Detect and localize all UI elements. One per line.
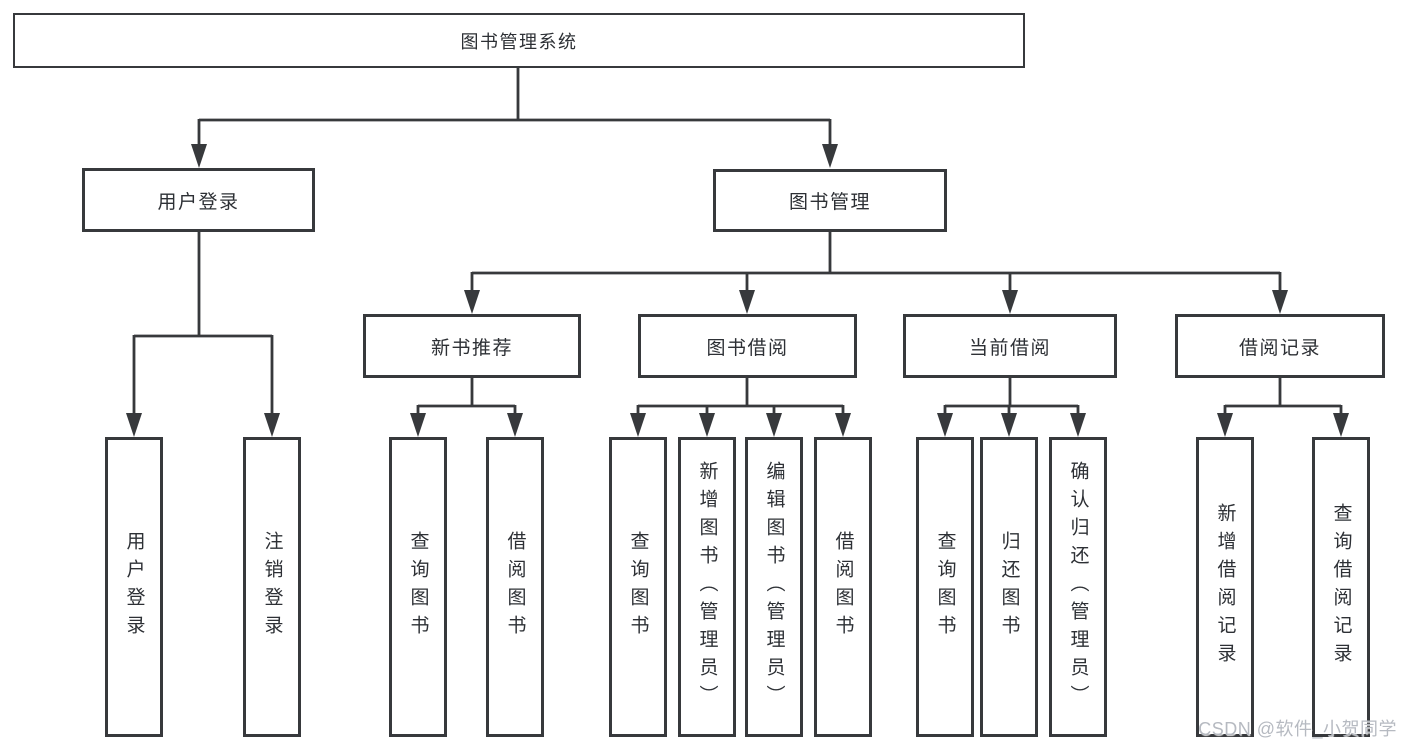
- leaf-user-login: 用户登录: [105, 437, 163, 737]
- leaf-borrow-books-recommend: 借阅图书: [486, 437, 544, 737]
- edge-borrowrecord-to-leaves: [1223, 378, 1343, 417]
- leaf-confirm-return-admin: 确认归还（管理员）: [1049, 437, 1107, 737]
- node-book-borrowing: 图书借阅: [638, 314, 857, 378]
- arrowhead-icon: [822, 144, 838, 168]
- node-label: 确认归还（管理员）: [1067, 461, 1089, 713]
- node-borrow-records: 借阅记录: [1175, 314, 1385, 378]
- node-label: 查询图书: [407, 531, 429, 643]
- node-label: 查询借阅记录: [1330, 503, 1352, 671]
- node-new-book-recommend: 新书推荐: [363, 314, 581, 378]
- arrowhead-icon: [1001, 413, 1017, 437]
- arrowhead-icon: [410, 413, 426, 437]
- arrowhead-icon: [937, 413, 953, 437]
- node-label: 新增图书（管理员）: [696, 461, 718, 713]
- leaf-add-borrow-record: 新增借阅记录: [1196, 437, 1254, 737]
- node-library-system: 图书管理系统: [13, 13, 1025, 68]
- arrowhead-icon: [739, 290, 755, 314]
- node-label: 用户登录: [157, 191, 240, 213]
- node-label: 查询图书: [627, 531, 649, 643]
- node-label: 归还图书: [998, 531, 1020, 643]
- edge-userlogin-to-leaves: [132, 232, 274, 418]
- arrowhead-icon: [1070, 413, 1086, 437]
- csdn-watermark: CSDN @软件_小贺同学: [1198, 719, 1397, 739]
- node-label: 新增借阅记录: [1214, 503, 1236, 671]
- arrowhead-icon: [191, 144, 207, 168]
- arrowhead-icon: [126, 413, 142, 437]
- arrowhead-icon: [464, 290, 480, 314]
- arrowheads: [126, 144, 1349, 437]
- leaf-query-borrow-record: 查询借阅记录: [1312, 437, 1370, 737]
- leaf-query-books-current: 查询图书: [916, 437, 974, 737]
- leaf-add-books-admin: 新增图书（管理员）: [678, 437, 736, 737]
- node-label: 注销登录: [261, 531, 283, 643]
- edge-bookborrow-to-leaves: [636, 378, 845, 417]
- arrowhead-icon: [1217, 413, 1233, 437]
- node-label: 图书管理: [788, 192, 871, 213]
- node-label: 用户登录: [123, 531, 145, 643]
- arrowhead-icon: [835, 413, 851, 437]
- leaf-return-books: 归还图书: [980, 437, 1038, 737]
- arrowhead-icon: [699, 413, 715, 437]
- node-book-management: 图书管理: [713, 169, 947, 232]
- node-label: 借阅图书: [832, 531, 854, 643]
- leaf-query-books-recommend: 查询图书: [389, 437, 447, 737]
- edge-newbook-to-leaves: [416, 378, 517, 417]
- arrowhead-icon: [766, 413, 782, 437]
- arrowhead-icon: [1272, 290, 1288, 314]
- node-label: 借阅记录: [1238, 337, 1321, 359]
- edge-root-to-level2: [197, 68, 832, 150]
- node-label: 图书管理系统: [460, 31, 578, 52]
- node-user-login: 用户登录: [82, 168, 315, 232]
- node-label: 图书借阅: [706, 337, 789, 359]
- node-label: 编辑图书（管理员）: [763, 461, 785, 713]
- tree-edges: [132, 68, 1343, 418]
- leaf-query-books-borrowing: 查询图书: [609, 437, 667, 737]
- node-label: 新书推荐: [430, 337, 513, 359]
- leaf-logout: 注销登录: [243, 437, 301, 737]
- arrowhead-icon: [630, 413, 646, 437]
- edge-currentborrow-to-leaves: [943, 378, 1080, 417]
- node-current-borrowing: 当前借阅: [903, 314, 1117, 378]
- arrowhead-icon: [1002, 290, 1018, 314]
- leaf-borrow-books: 借阅图书: [814, 437, 872, 737]
- node-label: 当前借阅: [968, 337, 1051, 359]
- node-label: 查询图书: [934, 531, 956, 643]
- edge-bookmgmt-to-level3: [470, 232, 1282, 294]
- arrowhead-icon: [264, 413, 280, 437]
- leaf-edit-books-admin: 编辑图书（管理员）: [745, 437, 803, 737]
- node-label: 借阅图书: [504, 531, 526, 643]
- arrowhead-icon: [1333, 413, 1349, 437]
- arrowhead-icon: [507, 413, 523, 437]
